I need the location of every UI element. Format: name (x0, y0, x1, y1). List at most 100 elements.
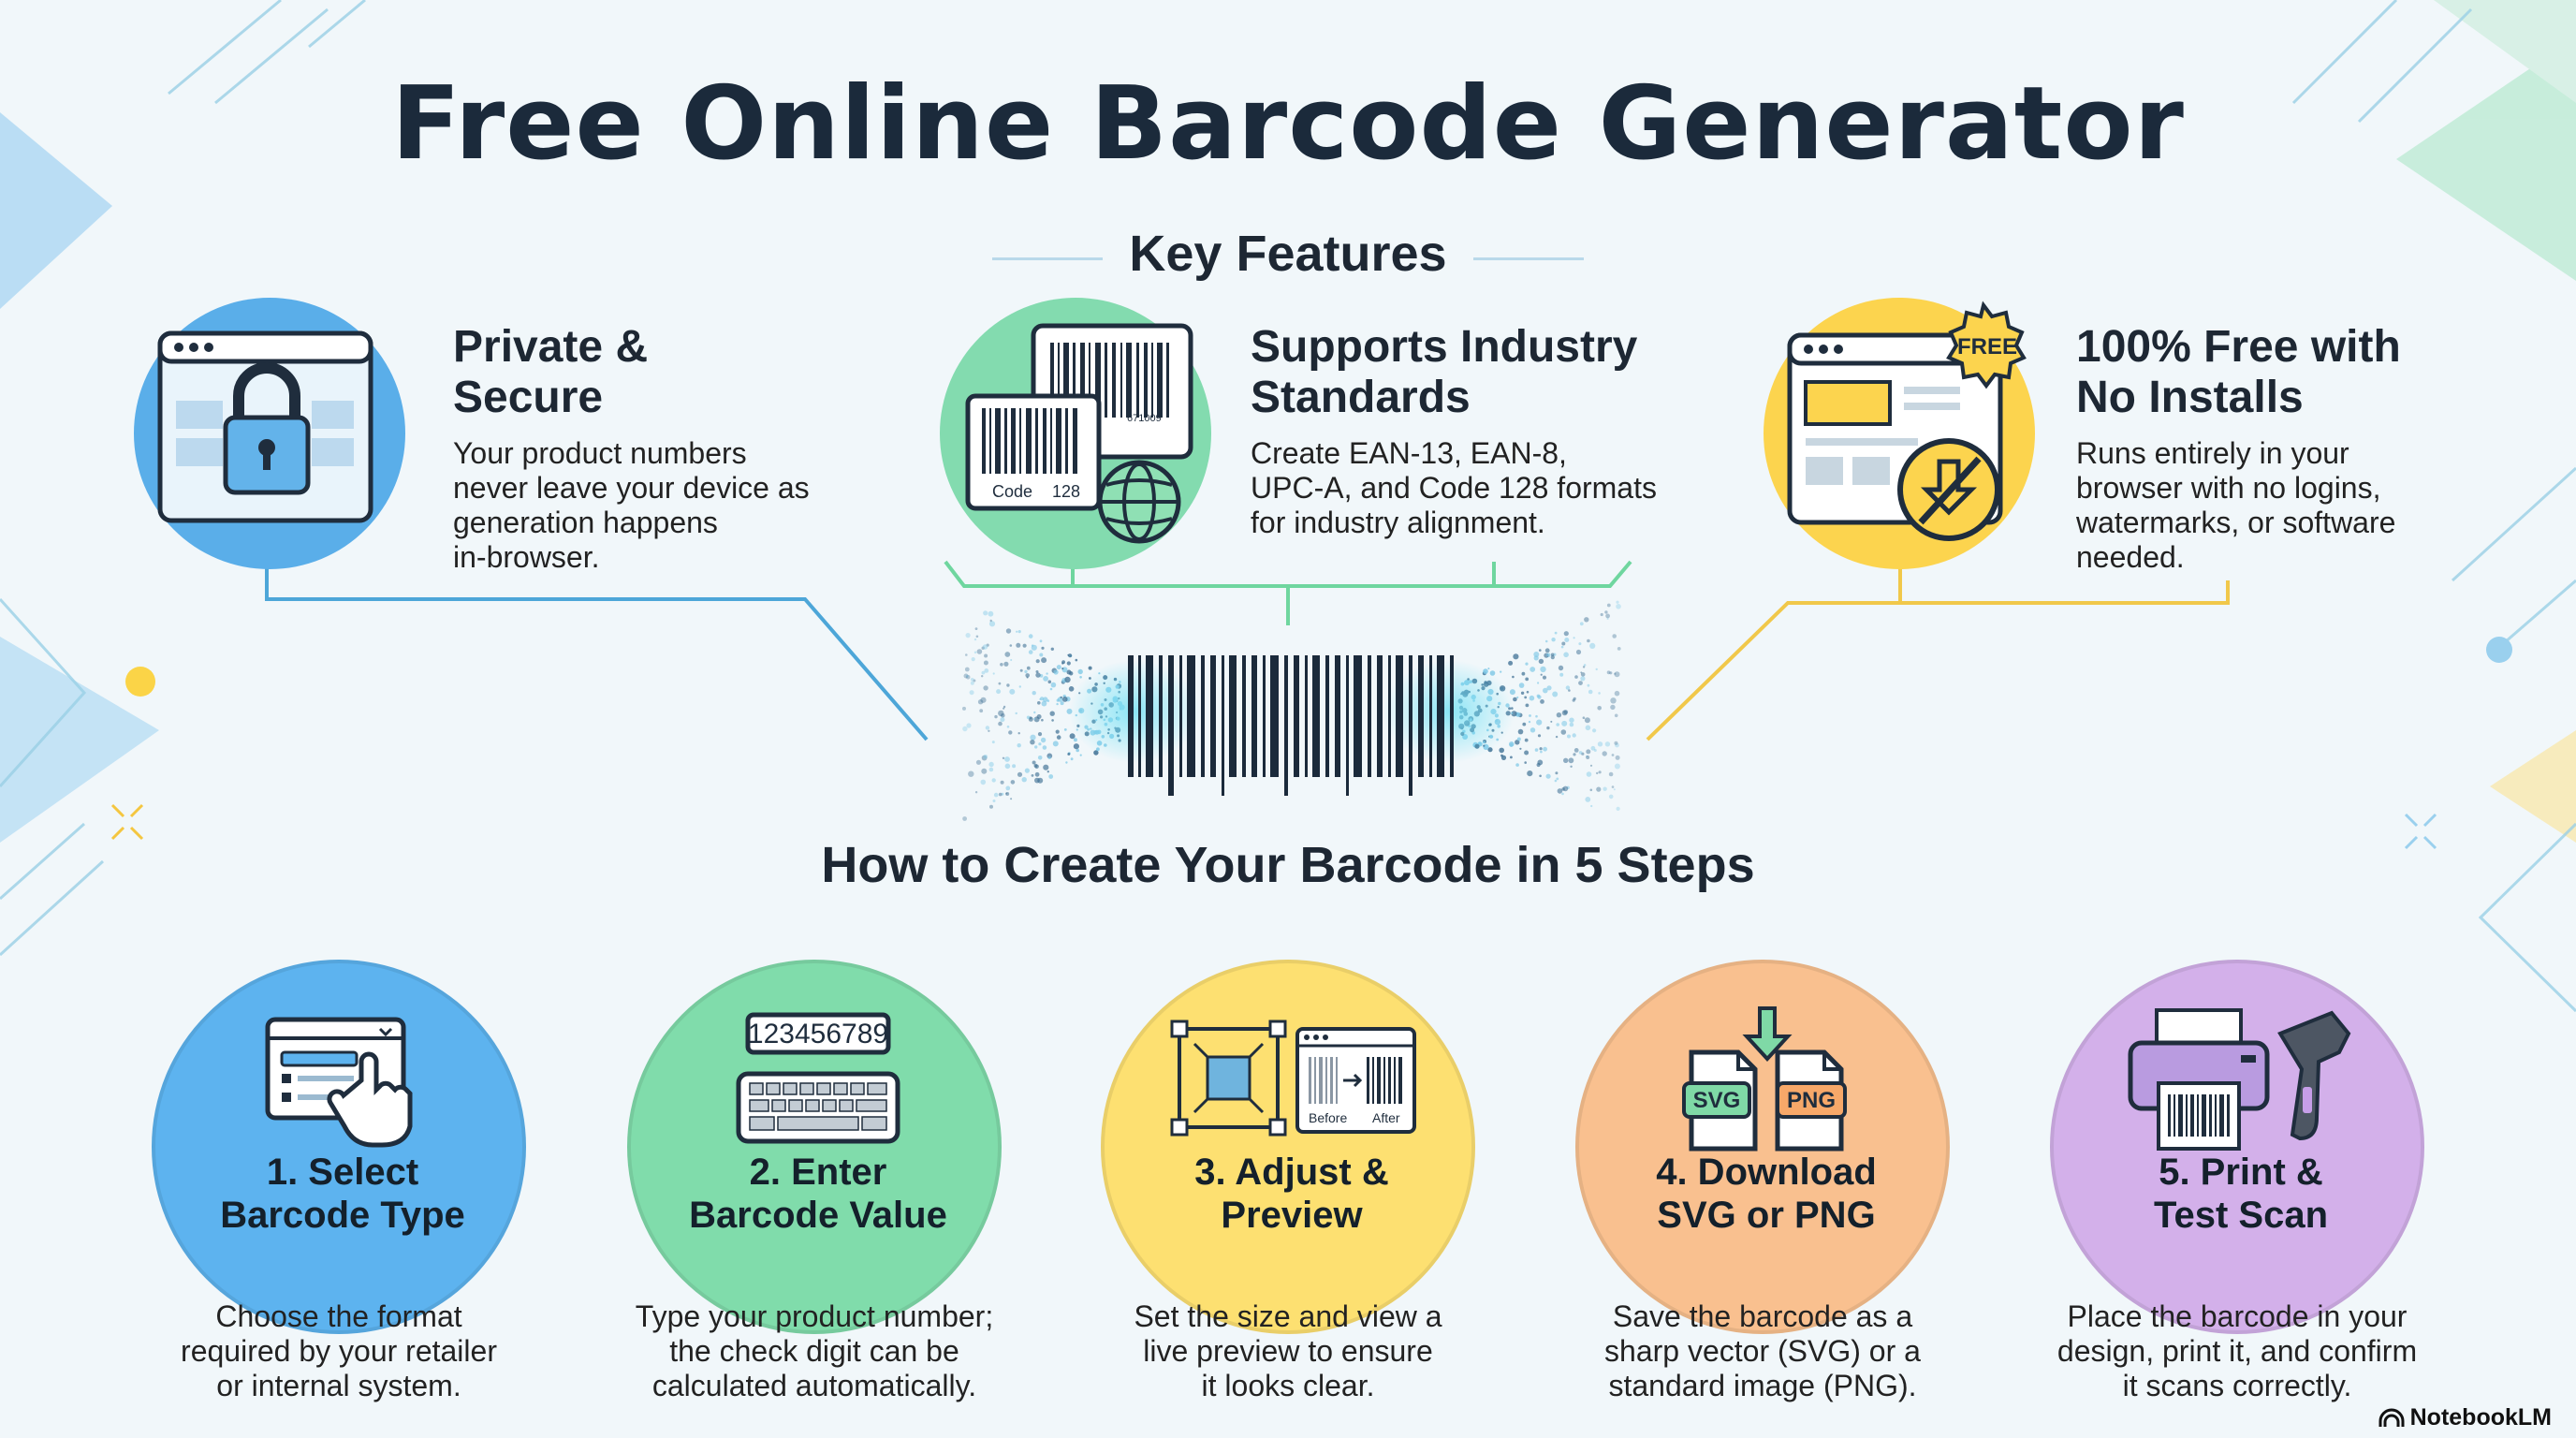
barcode-particle (1049, 687, 1053, 691)
desc-line: or internal system. (216, 1369, 461, 1402)
barcode-particle (1572, 733, 1576, 738)
desc-line: it scans correctly. (2122, 1369, 2352, 1402)
barcode-particle (1564, 638, 1570, 642)
title-line: Preview (1221, 1195, 1363, 1236)
barcode-particle (1005, 628, 1012, 634)
barcode-particle (1565, 685, 1571, 690)
barcode-particle (1526, 690, 1530, 694)
barcode-particle (1559, 672, 1564, 677)
step-5-description: Place the barcode in your design, print … (2031, 1299, 2443, 1403)
free-badge: FREE (1957, 334, 2017, 360)
barcode-particle (1525, 703, 1530, 708)
barcode-particle (965, 633, 971, 638)
barcode-particle (981, 675, 984, 678)
barcode-particle (1543, 746, 1547, 752)
barcode-particle (1561, 641, 1566, 646)
barcode-particle (1537, 682, 1540, 684)
barcode-particle (1536, 762, 1541, 768)
barcode-particle (1596, 786, 1602, 792)
barcode-particle (1614, 741, 1618, 745)
notebooklm-logo-icon (2378, 1408, 2405, 1427)
barcode-particle (1066, 661, 1071, 666)
barcode-particle (965, 675, 971, 680)
barcode-particle (1533, 655, 1539, 661)
step-1-title: 1. Select Barcode Type (174, 1151, 511, 1237)
barcode-particle (1037, 732, 1043, 737)
barcode-particle (1589, 788, 1593, 792)
title-line: Barcode Value (689, 1195, 947, 1236)
barcode-particle (1073, 738, 1077, 742)
barcode-particle (1500, 670, 1502, 673)
barcode-particle (1000, 780, 1004, 785)
barcode-particle (1018, 685, 1021, 688)
barcode-particle (1010, 659, 1013, 661)
barcode-particle (1060, 696, 1062, 699)
desc-line: for industry alignment. (1251, 506, 1545, 539)
barcode-particle (1061, 697, 1068, 702)
barcode-particle (1590, 804, 1593, 808)
barcode-particle (1075, 658, 1078, 662)
barcode-particle (1517, 728, 1524, 735)
barcode-particle (1525, 662, 1529, 666)
barcode-particle (1561, 720, 1568, 726)
barcode-particle (1513, 697, 1517, 702)
barcode-particle (1556, 777, 1559, 781)
barcode-particle (1509, 689, 1515, 696)
barcode-particle (1022, 643, 1027, 648)
barcode-particle (1537, 734, 1542, 738)
step-2-circle: 123456789 2. Enter Barcode Value (627, 960, 1002, 1334)
barcode-particle (1510, 756, 1513, 759)
barcode-particle (1039, 653, 1044, 657)
barcode-particle (1040, 697, 1045, 701)
barcode-particle (1515, 740, 1520, 745)
barcode-particle (1064, 676, 1071, 683)
desc-line: design, print it, and confirm (2056, 1334, 2418, 1368)
barcode-particle (974, 627, 978, 630)
barcode-particle (1590, 745, 1596, 751)
step-5-circle: 5. Print & Test Scan (2050, 960, 2424, 1334)
barcode-particle (1602, 751, 1607, 756)
barcode-particle (1010, 798, 1013, 800)
barcode-particle (975, 759, 982, 765)
step-3-title: 3. Adjust & Preview (1123, 1151, 1460, 1237)
barcode-particle (1518, 682, 1525, 688)
desc-line: needed. (2076, 540, 2185, 574)
barcode-particle (998, 721, 1003, 726)
barcode-particle (1534, 748, 1539, 752)
barcode-particle (1573, 637, 1575, 639)
barcode-particle (1068, 686, 1075, 692)
barcode-particle (1006, 683, 1010, 687)
barcode-particle (989, 804, 993, 809)
barcode-particle (982, 644, 988, 650)
barcode-particle (980, 779, 987, 785)
barcode-particle (1546, 726, 1550, 730)
barcode-particle (1539, 649, 1542, 652)
desc-line: the check digit can be (669, 1334, 959, 1368)
barcode-particle (988, 767, 994, 772)
barcode-particle (1608, 794, 1614, 800)
barcode-particle (1540, 699, 1544, 704)
barcode-particle (1019, 668, 1023, 672)
barcode-particle (973, 651, 977, 654)
barcode-particle (1030, 740, 1035, 745)
barcode-particle (1580, 671, 1583, 674)
barcode-particle (1033, 711, 1036, 714)
barcode-particle (981, 768, 988, 774)
barcode-particle (984, 668, 989, 673)
desc-line: Your product numbers (453, 436, 747, 470)
step-1-circle: 1. Select Barcode Type (152, 960, 526, 1334)
barcode-particle (1009, 688, 1016, 695)
title-line: SVG or PNG (1657, 1195, 1876, 1236)
barcode-particle (1562, 785, 1569, 792)
barcode-particle (1567, 734, 1571, 739)
title-line: Barcode Type (220, 1195, 465, 1236)
barcode-particle (1563, 757, 1569, 763)
barcode-particle (983, 755, 988, 759)
code-label: Code (992, 482, 1032, 501)
barcode-particle (988, 621, 996, 627)
barcode-particle (1017, 732, 1020, 735)
desc-line: it looks clear. (1201, 1369, 1375, 1402)
barcode-particle (1520, 691, 1525, 695)
feature-standards-icon-circle: 0 631005 671009 Code 128 (940, 298, 1211, 569)
barcode-particle (1542, 675, 1547, 680)
